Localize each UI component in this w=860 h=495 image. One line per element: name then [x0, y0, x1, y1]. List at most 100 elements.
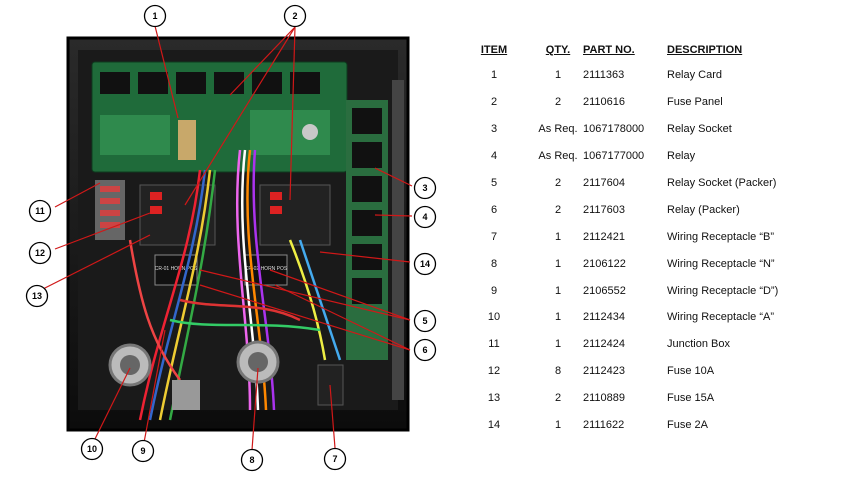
svg-text:2: 2	[292, 11, 297, 21]
table-row: 7 1 2112421 Wiring Receptacle “B”	[455, 223, 855, 250]
svg-text:11: 11	[35, 206, 45, 216]
cell-part-no: 2112424	[583, 338, 626, 351]
cell-item: 8	[490, 257, 498, 270]
callout-13: 13	[25, 284, 49, 308]
cell-description: Relay Socket	[667, 123, 732, 136]
cell-part-no: 2117604	[583, 177, 626, 189]
callout-11: 11	[28, 199, 52, 223]
svg-text:3: 3	[422, 183, 427, 193]
cell-part-no: 2111363	[583, 69, 625, 82]
cell-qty: As Req.	[538, 150, 578, 163]
svg-text:4: 4	[422, 212, 427, 222]
cell-part-no: 2110889	[583, 392, 626, 405]
callout-14: 14	[413, 252, 437, 276]
cell-description: Wiring Receptacle “B”	[667, 230, 774, 243]
cell-qty: As Req.	[538, 123, 578, 136]
svg-text:12: 12	[35, 248, 45, 258]
cell-qty: 8	[554, 365, 562, 378]
cell-part-no: 2106122	[583, 257, 626, 270]
callout-12: 12	[28, 241, 52, 265]
cell-item: 7	[490, 230, 498, 243]
cell-item: 14	[487, 419, 501, 432]
cell-part-no: 1067178000	[583, 123, 645, 136]
relay-label-2: CR-02 HORN POS	[245, 266, 288, 272]
cell-item: 13	[487, 392, 501, 405]
cell-description: Wiring Receptacle “N”	[667, 257, 775, 270]
callout-8: 8	[240, 448, 264, 472]
cell-item: 9	[490, 284, 498, 297]
svg-text:6: 6	[422, 345, 427, 355]
cell-part-no: 2117603	[583, 203, 626, 216]
table-row: 6 2 2117603 Relay (Packer)	[455, 196, 855, 223]
relay-column	[346, 100, 388, 360]
cell-qty: 2	[554, 203, 562, 216]
callout-2: 2	[283, 4, 307, 28]
cell-qty: 1	[554, 338, 562, 351]
table-row: 10 1 2112434 Wiring Receptacle “A”	[455, 304, 855, 331]
table-row: 4 As Req. 1067177000 Relay	[455, 143, 855, 170]
cell-item: 4	[490, 150, 498, 163]
relay-label-1: CR-01 HORN POS	[155, 266, 198, 272]
header-item: ITEM	[480, 44, 508, 56]
cell-description: Relay Card	[667, 69, 723, 82]
electrical-panel-photo: CR-01 HORN POS CR-02 HORN POS	[25, 4, 437, 472]
leader-lines	[36, 25, 413, 451]
callout-10: 10	[80, 437, 104, 461]
cell-part-no: 2112434	[583, 311, 626, 324]
relay-card	[91, 61, 348, 173]
cell-item: 11	[488, 338, 500, 351]
cell-qty: 1	[554, 284, 562, 297]
cell-description: Relay Socket (Packer)	[667, 177, 777, 189]
callouts: 1 2 3 4 5 6 7 8 9 10 11 12 13 14	[25, 4, 437, 472]
cell-item: 5	[490, 177, 498, 189]
cell-part-no: 2110616	[583, 96, 626, 109]
cell-part-no: 2112423	[583, 365, 626, 378]
cell-item: 10	[487, 311, 501, 324]
cell-description: Wiring Receptacle “A”	[667, 311, 774, 324]
cell-qty: 2	[554, 177, 562, 189]
cell-description: Fuse Panel	[667, 96, 723, 109]
fuse-panels	[139, 184, 331, 246]
svg-text:8: 8	[249, 455, 254, 465]
svg-text:7: 7	[332, 454, 337, 464]
header-part-no: PART NO.	[583, 44, 635, 56]
cell-qty: 1	[554, 230, 562, 243]
cell-qty: 1	[554, 69, 562, 82]
callout-4: 4	[413, 205, 437, 229]
cell-item: 6	[490, 203, 498, 216]
cell-description: Relay	[667, 150, 696, 163]
svg-text:5: 5	[422, 316, 427, 326]
cell-description: Junction Box	[667, 338, 730, 351]
table-row: 2 2 2110616 Fuse Panel	[455, 89, 855, 116]
header-description: DESCRIPTION	[667, 44, 743, 56]
cell-item: 2	[490, 96, 498, 109]
svg-text:14: 14	[420, 259, 430, 269]
svg-text:13: 13	[32, 291, 42, 301]
svg-text:1: 1	[152, 11, 157, 21]
table-row: 12 8 2112423 Fuse 10A	[455, 358, 855, 385]
cell-qty: 2	[554, 392, 562, 405]
svg-text:9: 9	[140, 446, 145, 456]
cell-part-no: 1067177000	[583, 150, 645, 163]
table-row: 5 2 2117604 Relay Socket (Packer)	[455, 170, 855, 197]
cell-part-no: 2112421	[583, 230, 626, 243]
cell-description: Relay (Packer)	[667, 203, 740, 216]
cell-qty: 1	[554, 419, 562, 432]
cell-item: 12	[487, 365, 501, 378]
callout-7: 7	[323, 447, 347, 471]
cell-description: Fuse 10A	[667, 365, 715, 378]
table-header-row: ITEM QTY. PART NO. DESCRIPTION	[455, 40, 855, 60]
cell-part-no: 2106552	[583, 284, 626, 297]
cell-qty: 1	[554, 311, 562, 324]
cell-item: 1	[490, 69, 498, 82]
cell-qty: 2	[554, 96, 562, 109]
header-qty: QTY.	[545, 44, 571, 56]
cell-description: Fuse 2A	[667, 419, 708, 432]
